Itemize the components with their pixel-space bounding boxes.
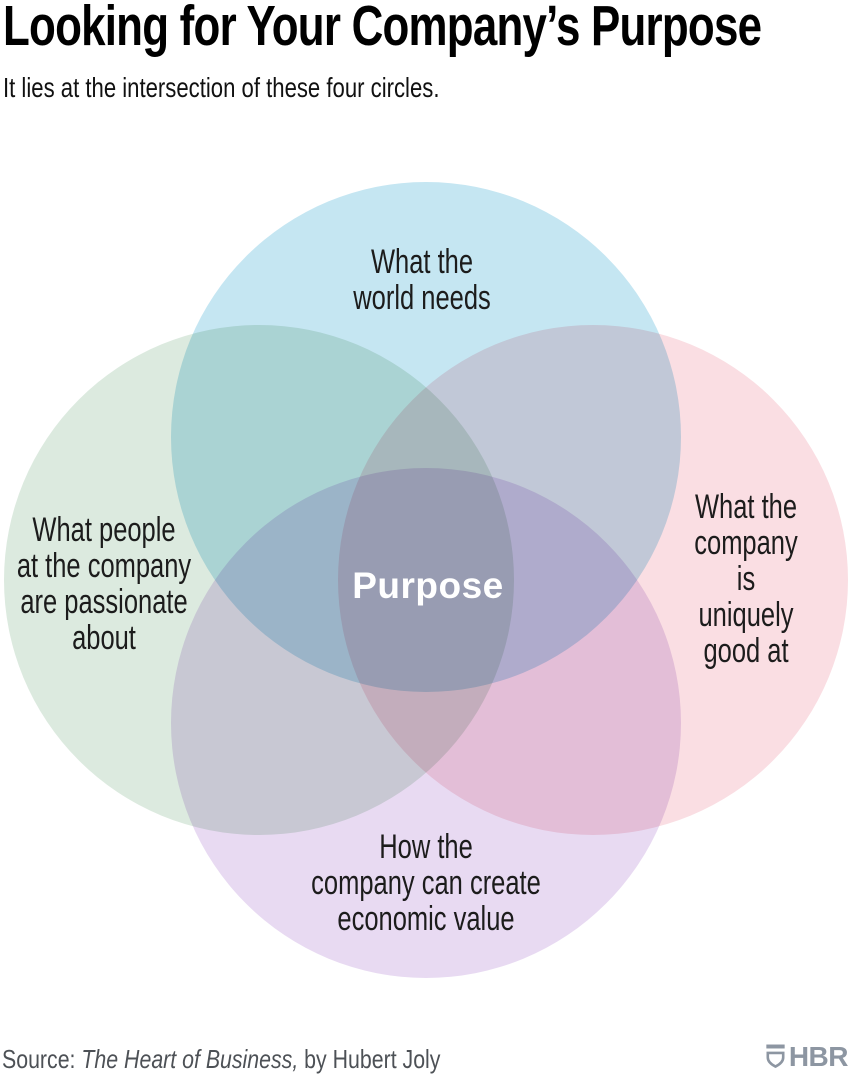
source-prefix: Source: [2,1044,82,1074]
source-book-title: The Heart of Business, [81,1044,299,1074]
page-subtitle: It lies at the intersection of these fou… [3,72,440,103]
label-passionate-about: What people at the company are passionat… [16,511,192,657]
center-label-purpose: Purpose [352,565,504,606]
label-uniquely-good-at: What the company is uniquely good at [694,488,798,670]
label-what-the-world-needs: What the world needs [353,243,491,317]
hbr-logo: HBR [765,1041,849,1072]
source-suffix: by Hubert Joly [298,1044,441,1074]
label-economic-value: How the company can create economic valu… [311,828,541,938]
hbr-shield-icon [766,1044,785,1069]
page-title: Looking for Your Company’s Purpose [3,0,762,58]
source-text: Source: The Heart of Business, by Hubert… [2,1043,440,1075]
circle-economic-value [171,468,681,978]
hbr-logo-text: HBR [788,1041,849,1072]
